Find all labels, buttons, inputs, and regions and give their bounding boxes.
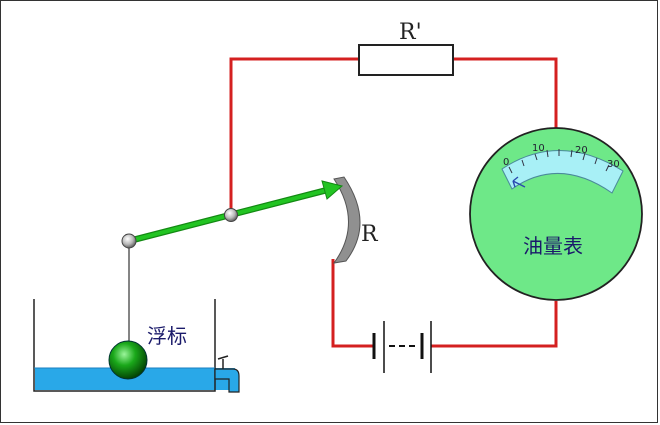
float-ball — [108, 340, 148, 380]
gauge-scale-band — [501, 150, 624, 194]
variable-resistor — [332, 176, 361, 264]
tank-wall — [33, 299, 216, 392]
scale-tick-30: 30 — [607, 159, 620, 170]
liquid — [35, 368, 235, 390]
fixed-resistor — [358, 44, 454, 76]
arrow-head-icon — [321, 180, 344, 200]
gauge-label: 油量表 — [523, 234, 583, 258]
scale-tick-10: 10 — [532, 143, 545, 154]
faucet-icon — [214, 355, 240, 393]
lever-pivot — [224, 208, 238, 222]
scale-tick-0: 0 — [503, 157, 509, 168]
scale-tick-marks — [508, 149, 610, 174]
wires — [229, 57, 558, 348]
gauge-needle-icon — [512, 176, 526, 188]
float-label: 浮标 — [147, 324, 187, 348]
float-joint — [121, 233, 137, 249]
battery-icon — [372, 321, 432, 373]
fixed-resistor-label: R' — [399, 20, 422, 45]
scale-tick-20: 20 — [575, 145, 588, 156]
fuel-gauge: 0 10 20 30 油量表 — [469, 127, 643, 301]
variable-resistor-label: R — [361, 222, 379, 247]
